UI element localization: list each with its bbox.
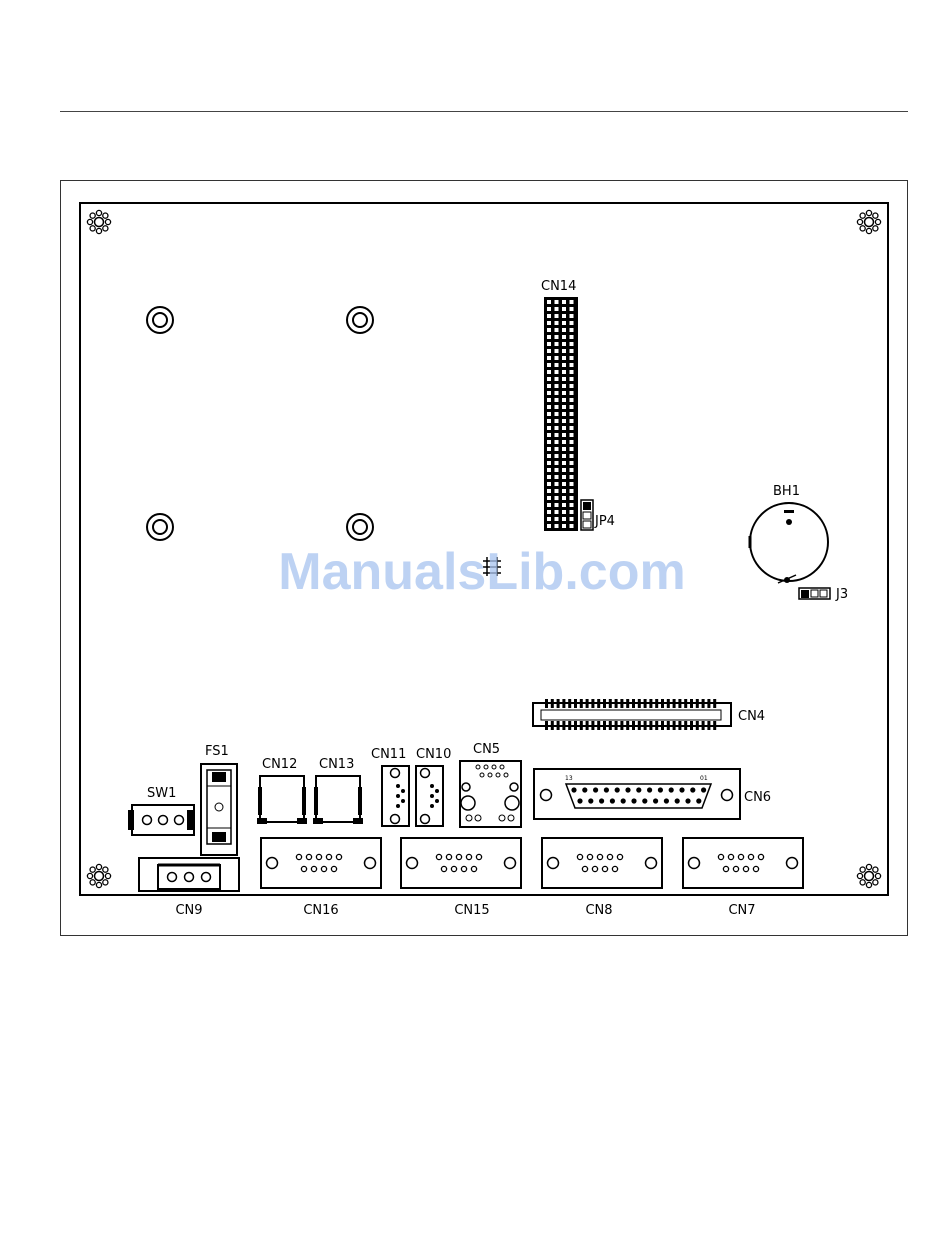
- cn6-pin-right-label: 01: [700, 775, 708, 782]
- cn11-label: CN11: [371, 747, 406, 762]
- standoff-screw: [147, 514, 173, 540]
- bh1-label: BH1: [773, 484, 800, 499]
- j3-label: J3: [835, 587, 848, 602]
- cn7-label: CN7: [728, 903, 755, 918]
- fs1-label: FS1: [205, 744, 229, 759]
- cn16-db9-connector: [261, 838, 381, 888]
- standoff-screw: [347, 307, 373, 333]
- db9-connector-row: [261, 838, 803, 888]
- cn15-label: CN15: [454, 903, 489, 918]
- cn5-connector: [460, 761, 521, 827]
- cn9-label: CN9: [175, 903, 202, 918]
- watermark: ManualsLib.com: [278, 543, 685, 601]
- corner-mount-hole: [87, 864, 110, 887]
- sw1-label: SW1: [147, 786, 176, 801]
- corner-mount-hole: [857, 210, 880, 233]
- cn13-connector: [313, 776, 363, 824]
- corner-mount-hole: [857, 864, 880, 887]
- jp4-label: JP4: [594, 514, 615, 529]
- standoff-screws: [147, 307, 373, 540]
- sw1-switch: [128, 805, 194, 835]
- cn6-connector: 13 01: [534, 769, 740, 819]
- cn6-label: CN6: [744, 790, 771, 805]
- cn9-connector: [139, 858, 239, 891]
- fs1-fuse: [201, 764, 237, 855]
- standoff-screw: [347, 514, 373, 540]
- cn7-db9-connector: [683, 838, 803, 888]
- cn13-label: CN13: [319, 757, 354, 772]
- cn8-db9-connector: [542, 838, 662, 888]
- bh1-battery-holder: [750, 503, 828, 583]
- j3-jumper: [799, 588, 830, 599]
- cn12-label: CN12: [262, 757, 297, 772]
- cn6-pin-left-label: 13: [565, 775, 573, 782]
- corner-mount-hole: [87, 210, 110, 233]
- cn14-label: CN14: [541, 279, 576, 294]
- cn12-connector: [257, 776, 307, 824]
- cn10-label: CN10: [416, 747, 451, 762]
- cn11-connector: [382, 766, 409, 826]
- cn16-label: CN16: [303, 903, 338, 918]
- cn5-label: CN5: [473, 742, 500, 757]
- cn10-connector: [416, 766, 443, 826]
- cn15-db9-connector: [401, 838, 521, 888]
- jp4-jumper: [581, 500, 593, 530]
- standoff-screw: [147, 307, 173, 333]
- cn8-label: CN8: [585, 903, 612, 918]
- cn4-connector: [533, 699, 731, 730]
- cn4-label: CN4: [738, 709, 765, 724]
